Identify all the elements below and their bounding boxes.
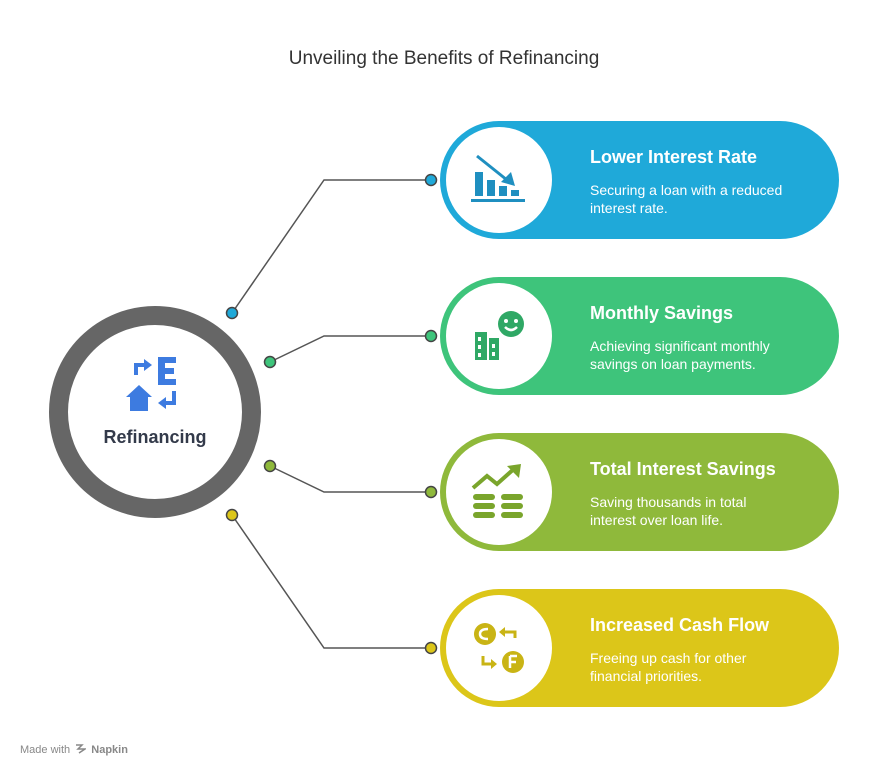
connector-1 (231, 179, 431, 314)
icon-circle (446, 439, 552, 545)
diagram-title: Unveiling the Benefits of Refinancing (288, 48, 600, 69)
connector-1-end-dot (424, 173, 438, 187)
benefit-card-increased-cash-flow: Increased Cash Flow Freeing up cash for … (440, 589, 839, 707)
rising-coins-icon (471, 464, 523, 518)
smiley-buildings-icon (475, 311, 524, 360)
card-description: Achieving significant monthly savings on… (590, 338, 770, 372)
card-title: Monthly Savings (590, 303, 734, 323)
icon-circle (446, 595, 552, 701)
card-description: Saving thousands in total interest over … (590, 494, 747, 528)
made-with-napkin-credit[interactable]: Made with Napkin (20, 744, 128, 756)
card-title: Total Interest Savings (590, 459, 776, 479)
declining-chart-icon (471, 154, 525, 202)
connector-2-start-dot (263, 355, 277, 369)
connector-2-end-dot (424, 329, 438, 343)
footer-brand: Napkin (91, 744, 128, 756)
benefit-card-monthly-savings: Monthly Savings Achieving significant mo… (440, 277, 839, 395)
card-description: Freeing up cash for other financial prio… (590, 650, 747, 684)
refinancing-hub: Refinancing (49, 306, 261, 518)
icon-circle (446, 283, 552, 389)
connector-3-end-dot (424, 485, 438, 499)
benefit-card-total-interest-savings: Total Interest Savings Saving thousands … (440, 433, 839, 551)
card-title: Lower Interest Rate (590, 147, 758, 167)
icon-circle (446, 127, 552, 233)
card-description: Securing a loan with a reduced interest … (590, 182, 783, 216)
benefit-card-lower-interest-rate: Lower Interest Rate Securing a loan with… (440, 121, 839, 239)
napkin-logo-icon (76, 744, 88, 754)
footer-prefix: Made with (20, 744, 71, 756)
connector-4 (231, 514, 431, 649)
hub-label: Refinancing (103, 427, 207, 447)
refinance-house-icon (126, 357, 176, 411)
currency-exchange-icon (474, 623, 524, 673)
connector-4-start-dot (225, 508, 239, 522)
connector-4-end-dot (424, 641, 438, 655)
connector-3-start-dot (263, 459, 277, 473)
connector-1-start-dot (225, 306, 239, 320)
connector-3 (269, 465, 431, 493)
connector-2 (269, 335, 431, 363)
card-title: Increased Cash Flow (590, 615, 770, 635)
